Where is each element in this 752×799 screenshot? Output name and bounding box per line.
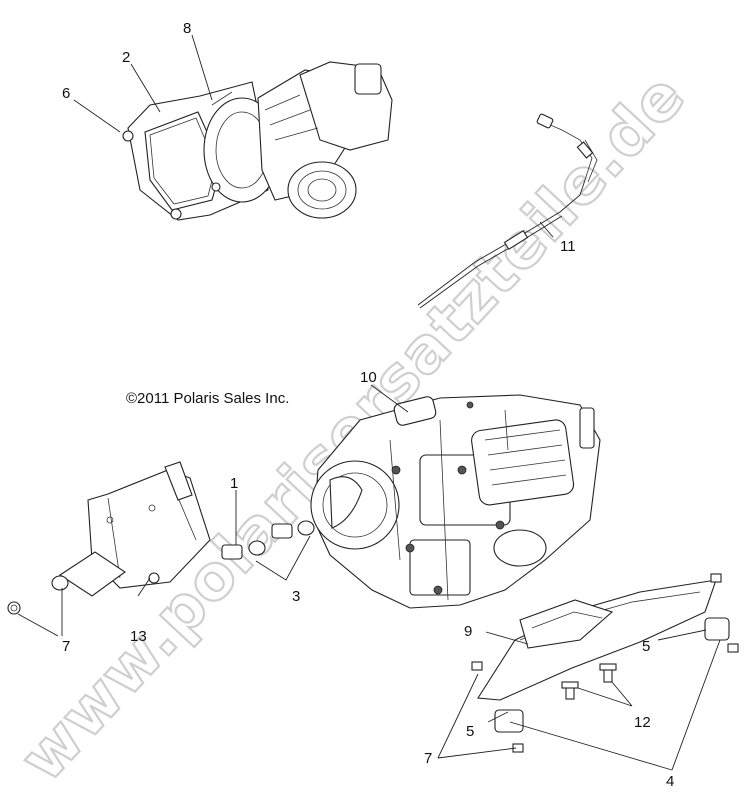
watermark-text: www.polarisersatzteile.de — [6, 59, 699, 795]
callout-6: 6 — [62, 85, 70, 102]
callout-7-left: 7 — [62, 638, 70, 655]
engine-bracket — [51, 461, 211, 597]
mount-hardware — [7, 520, 315, 615]
cable-assembly — [417, 113, 598, 309]
callout-9: 9 — [464, 623, 472, 640]
callout-4: 4 — [666, 773, 674, 790]
callout-7-bottom: 7 — [424, 750, 432, 767]
callout-2: 2 — [122, 49, 130, 66]
throttle-body-assembly — [122, 61, 393, 221]
callout-13: 13 — [130, 628, 147, 645]
leader-lines — [17, 34, 721, 771]
copyright-notice: ©2011 Polaris Sales Inc. — [126, 390, 289, 407]
callout-8: 8 — [183, 20, 191, 37]
callout-5-upper: 5 — [642, 638, 650, 655]
callout-11: 11 — [560, 238, 576, 255]
callout-5-lower: 5 — [466, 723, 474, 740]
callout-12: 12 — [634, 714, 651, 731]
callout-labels: 1 2 3 4 5 5 6 7 7 8 9 10 11 12 13 — [62, 20, 674, 790]
callout-1: 1 — [230, 475, 238, 492]
engine-assembly — [310, 394, 601, 609]
engine-mount-plate — [477, 579, 717, 701]
bolts — [561, 663, 617, 700]
callout-3: 3 — [292, 588, 300, 605]
callout-10: 10 — [360, 369, 377, 386]
